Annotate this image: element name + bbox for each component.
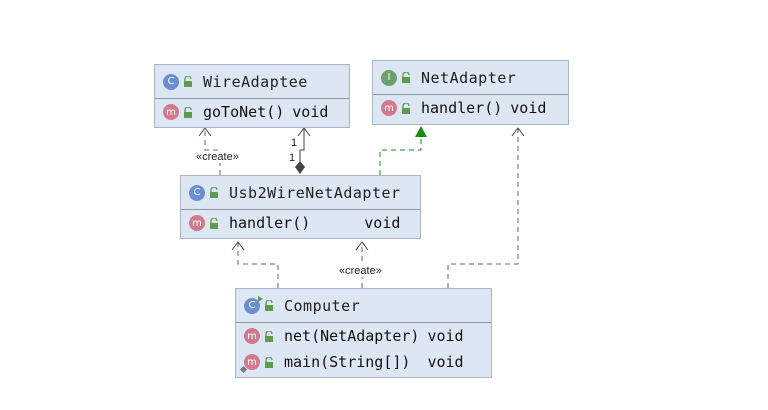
interface-kind-icon: I xyxy=(381,69,397,86)
method-icon: m xyxy=(381,100,397,116)
public-lock-icon xyxy=(209,183,219,202)
method-row[interactable]: m net(NetAdapter) void xyxy=(236,323,491,349)
public-lock-icon xyxy=(264,353,274,372)
multiplicity-label: 1 xyxy=(289,152,296,164)
class-wire-adaptee[interactable]: C WireAdaptee m goToNet() void xyxy=(154,64,350,128)
dependency-line-computer-netadapter xyxy=(447,128,519,288)
method-name: handler() xyxy=(229,214,311,232)
composition-arrowhead xyxy=(297,127,311,137)
public-lock-icon xyxy=(264,327,274,346)
create-stereotype-label: «create» xyxy=(196,151,239,163)
public-lock-icon xyxy=(183,72,193,91)
class-kind-icon: C xyxy=(244,295,263,314)
method-return-type: void xyxy=(427,353,464,371)
method-name: main(String[]) xyxy=(284,353,411,371)
public-lock-icon xyxy=(401,99,411,118)
method-name: goToNet() xyxy=(203,103,285,121)
runnable-marker-icon xyxy=(258,295,263,302)
dependency-line-computer-usb xyxy=(237,242,279,288)
method-return-type: void xyxy=(364,214,401,232)
method-row[interactable]: m goToNet() void xyxy=(155,99,349,125)
class-name: Usb2WireNetAdapter xyxy=(229,183,401,202)
method-row[interactable]: m main(String[]) void xyxy=(236,349,491,375)
method-row[interactable]: m handler() void xyxy=(373,95,568,121)
method-icon: m xyxy=(189,215,205,231)
public-lock-icon xyxy=(401,68,411,87)
public-lock-icon xyxy=(183,103,193,122)
class-name: WireAdaptee xyxy=(203,72,308,91)
create-dependency-arrowhead-1 xyxy=(198,127,212,137)
method-icon: m xyxy=(239,354,260,374)
dependency-arrowhead-computer-usb xyxy=(231,241,245,251)
composition-diamond xyxy=(295,161,305,174)
static-marker-icon xyxy=(239,365,248,374)
method-return-type: void xyxy=(510,99,547,117)
class-header: C Computer xyxy=(236,289,491,323)
class-name: Computer xyxy=(284,296,361,315)
class-kind-icon: C xyxy=(163,73,179,90)
dependency-arrowhead-computer-netadapter xyxy=(511,127,525,137)
class-kind-icon: C xyxy=(189,184,205,201)
method-return-type: void xyxy=(427,327,464,345)
class-header: C WireAdaptee xyxy=(155,65,349,99)
create-stereotype-label: «create» xyxy=(339,265,382,277)
realization-arrowhead xyxy=(415,126,427,137)
method-row[interactable]: m handler() void xyxy=(181,210,420,236)
method-name: net(NetAdapter) xyxy=(284,327,420,345)
class-name: NetAdapter xyxy=(421,68,517,87)
realization-line xyxy=(379,136,422,175)
method-name: handler() xyxy=(421,99,503,117)
multiplicity-label: 1 xyxy=(291,137,298,149)
class-header: I NetAdapter xyxy=(373,61,568,95)
method-icon: m xyxy=(163,104,179,120)
public-lock-icon xyxy=(264,296,274,315)
method-icon: m xyxy=(244,328,260,344)
create-dependency-arrowhead-2 xyxy=(355,241,369,251)
class-header: C Usb2WireNetAdapter xyxy=(181,176,420,210)
public-lock-icon xyxy=(209,214,219,233)
method-return-type: void xyxy=(292,103,329,121)
class-computer[interactable]: C Computer m net(NetAdapter) void m main… xyxy=(235,288,492,378)
interface-net-adapter[interactable]: I NetAdapter m handler() void xyxy=(372,60,569,125)
class-usb2wire-net-adapter[interactable]: C Usb2WireNetAdapter m handler() void xyxy=(180,175,421,239)
composition-line xyxy=(299,128,305,163)
